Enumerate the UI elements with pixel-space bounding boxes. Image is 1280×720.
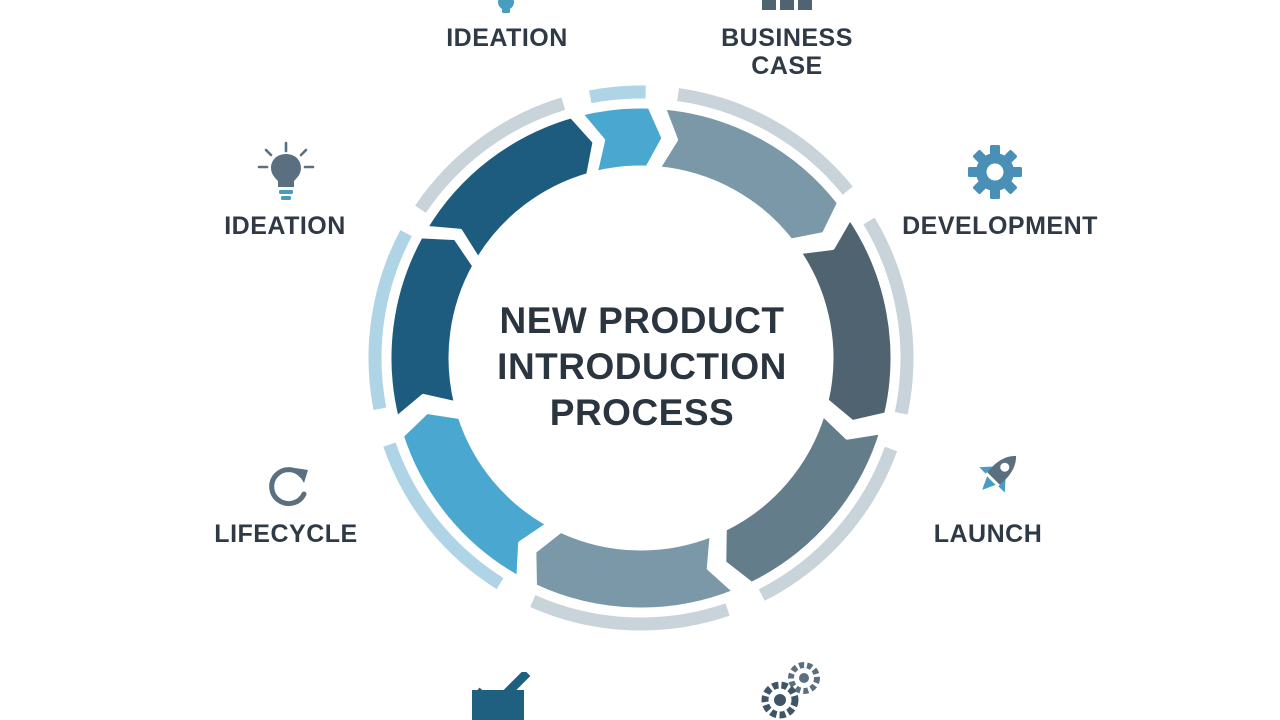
label-development: DEVELOPMENT (902, 212, 1098, 240)
ring-segment-ideation-top-rim (589, 85, 646, 104)
lightbulb-icon (256, 140, 316, 204)
ring-segment-lifecycle-rim (368, 230, 412, 410)
ring-segment-ideation-top (577, 103, 667, 177)
label-business-case-line-1: BUSINESS (721, 24, 853, 52)
ring-segment-bottom-right-rim (530, 595, 730, 631)
bar-chart-icon (758, 0, 820, 12)
refresh-icon (262, 460, 314, 512)
center-title: NEW PRODUCT INTRODUCTION PROCESS (440, 298, 844, 436)
gear-icon (966, 143, 1024, 201)
gears-icon (760, 660, 826, 720)
ring-segment-launch (721, 411, 885, 587)
ring-segment-launch-rim (758, 446, 898, 601)
ring-segment-bottom-right (531, 527, 738, 613)
checkmark-icon (468, 672, 532, 720)
ring-segment-ideation-left-rim (415, 97, 566, 213)
label-launch: LAUNCH (933, 520, 1043, 548)
center-title-line-3: PROCESS (549, 392, 735, 433)
ring-segment-business-case (655, 104, 843, 244)
label-business-case-line-2: CASE (751, 52, 823, 80)
ring-segment-business-case-rim (677, 88, 853, 195)
label-lifecycle: LIFECYCLE (214, 520, 358, 548)
label-business-case: BUSINESS CASE (714, 24, 860, 80)
label-ideation-left: IDEATION (224, 212, 346, 240)
rocket-icon (964, 446, 1030, 504)
center-title-line-1: NEW PRODUCT (499, 300, 785, 341)
ring-segment-bottom-left (398, 408, 552, 581)
ring-segment-lifecycle (386, 233, 478, 422)
label-ideation-top: IDEATION (446, 24, 568, 52)
ring-segment-development (796, 214, 896, 426)
ring-segment-development-rim (863, 217, 914, 415)
ring-segment-ideation-left (422, 113, 598, 263)
lightbulb-icon (492, 0, 520, 16)
center-title-line-2: INTRODUCTION (497, 346, 787, 387)
ring-segment-bottom-left-rim (383, 442, 504, 590)
